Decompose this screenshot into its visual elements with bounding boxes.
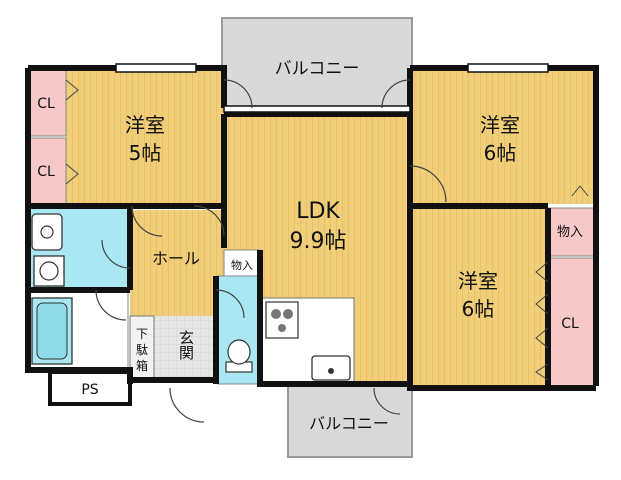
room-ldk-size: 9.9帖 xyxy=(290,229,347,254)
closet-left-bottom xyxy=(27,137,67,205)
storage-right-label: 物入 xyxy=(557,225,583,240)
shoe-box-char-3: 箱 xyxy=(136,358,148,373)
balcony-top: バルコニー xyxy=(221,17,413,112)
shoe-box-char-1: 下 xyxy=(136,327,148,341)
genkan-label: 玄関 xyxy=(177,330,195,361)
hall-label: ホール xyxy=(152,249,200,268)
closet-left-top-label: CL xyxy=(37,96,55,112)
stove-icon xyxy=(265,301,299,339)
room-western-6-top-size: 6帖 xyxy=(484,141,517,165)
room-ldk-name: LDK xyxy=(296,199,340,224)
washing-machine-icon xyxy=(33,255,65,287)
genkan-floor xyxy=(154,316,214,380)
balcony-top-label: バルコニー xyxy=(275,59,360,79)
closet-left-top xyxy=(27,69,67,137)
room-western-6-top-floor xyxy=(410,70,594,204)
toilet-icon xyxy=(225,339,253,373)
walls xyxy=(25,65,599,391)
storage-right xyxy=(547,207,595,257)
closet-right-label: CL xyxy=(561,316,579,332)
shoe-box-char-2: 駄 xyxy=(136,342,148,357)
room-western-5-size: 5帖 xyxy=(129,141,162,165)
shoe-box xyxy=(129,315,155,381)
room-western-6-top-name: 洋室 xyxy=(480,113,520,137)
windows xyxy=(115,63,549,113)
door-swings xyxy=(95,79,447,423)
storage-center-label: 物入 xyxy=(231,258,253,272)
room-western-6-bottom-floor xyxy=(410,208,546,386)
hall-floor xyxy=(130,210,224,316)
balcony-bottom: バルコニー xyxy=(287,384,413,458)
kitchen-sink-icon xyxy=(311,355,351,381)
pipe-space-label: PS xyxy=(81,382,98,398)
room-western-6-bottom-size: 6帖 xyxy=(462,297,495,321)
closet-left-bottom-label: CL xyxy=(37,164,55,180)
pipe-space xyxy=(48,370,132,406)
balcony-bottom-label: バルコニー xyxy=(309,414,389,433)
room-western-5-floor xyxy=(66,70,224,204)
closet-door-marks xyxy=(65,79,589,381)
bathtub-icon xyxy=(31,297,73,365)
washbasin-icon xyxy=(31,213,63,251)
room-western-5-name: 洋室 xyxy=(125,113,165,137)
room-western-6-bottom-name: 洋室 xyxy=(458,269,498,293)
